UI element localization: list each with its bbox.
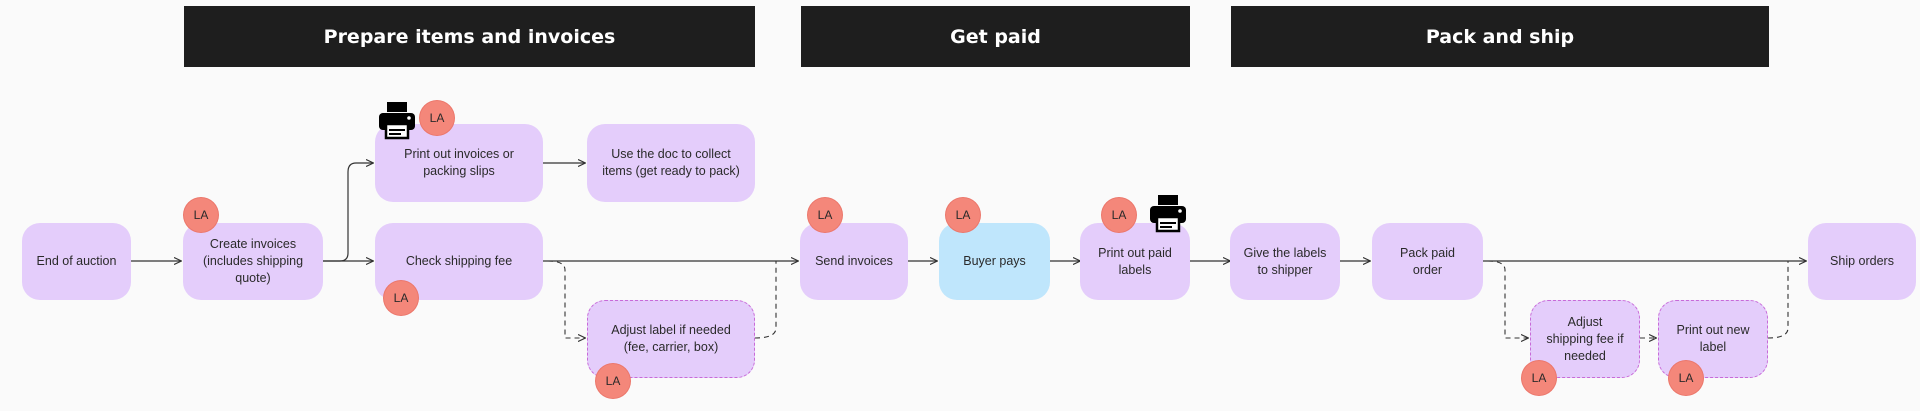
assignee-badge: LA <box>183 197 219 233</box>
assignee-badge: LA <box>595 363 631 399</box>
node-end-of-auction[interactable]: End of auction <box>22 223 131 300</box>
phase-header-pack-ship: Pack and ship <box>1231 6 1769 67</box>
assignee-badge: LA <box>383 280 419 316</box>
node-print-paid-labels[interactable]: Print out paid labels <box>1080 223 1190 300</box>
printer-icon <box>1150 195 1186 233</box>
node-check-shipping-fee[interactable]: Check shipping fee <box>375 223 543 300</box>
assignee-badge: LA <box>945 197 981 233</box>
assignee-badge: LA <box>1521 360 1557 396</box>
assignee-badge: LA <box>1101 197 1137 233</box>
assignee-badge: LA <box>1668 360 1704 396</box>
node-send-invoices[interactable]: Send invoices <box>800 223 908 300</box>
node-print-new-label[interactable]: Print out new label <box>1658 300 1768 378</box>
node-use-doc[interactable]: Use the doc to collect items (get ready … <box>587 124 755 202</box>
node-ship-orders[interactable]: Ship orders <box>1808 223 1916 300</box>
phase-header-get-paid: Get paid <box>801 6 1190 67</box>
phase-header-prepare: Prepare items and invoices <box>184 6 755 67</box>
assignee-badge: LA <box>807 197 843 233</box>
printer-icon <box>379 102 415 140</box>
assignee-badge: LA <box>419 100 455 136</box>
node-create-invoices[interactable]: Create invoices (includes shipping quote… <box>183 223 323 300</box>
node-pack-paid-order[interactable]: Pack paid order <box>1372 223 1483 300</box>
node-buyer-pays[interactable]: Buyer pays <box>939 223 1050 300</box>
node-give-labels[interactable]: Give the labels to shipper <box>1230 223 1340 300</box>
